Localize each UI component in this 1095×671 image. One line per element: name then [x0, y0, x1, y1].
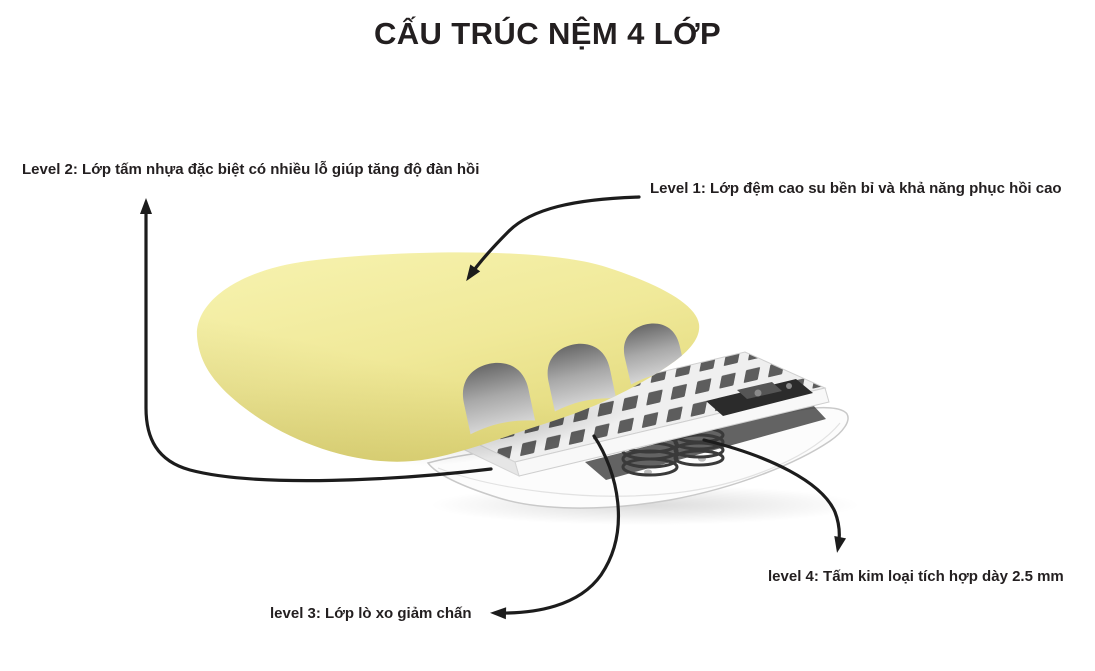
bracket-body — [706, 379, 813, 416]
bolt-head — [754, 389, 762, 397]
label-level1: Level 1: Lớp đệm cao su bền bỉ và khả nă… — [650, 180, 1062, 197]
callout-arrows — [140, 195, 847, 620]
arrow-to-level1-foam — [466, 195, 641, 282]
foam-shading — [196, 252, 700, 462]
arrow-to-level4-baseplate — [702, 438, 847, 553]
label-level4: level 4: Tấm kim loại tích hợp dày 2.5 m… — [768, 568, 1064, 585]
arrow-to-level3-springs — [490, 434, 620, 620]
label-level3: level 3: Lớp lò xo giảm chấn — [270, 605, 472, 622]
arch-opening — [462, 362, 536, 435]
foam-cushion-layer — [196, 252, 700, 462]
screw-hole — [644, 469, 652, 475]
bolt-head — [786, 383, 792, 389]
arch-opening — [547, 343, 617, 412]
metal-bracket — [706, 379, 813, 416]
label-level2: Level 2: Lớp tấm nhựa đặc biệt có nhiều … — [22, 161, 480, 178]
base-plate-lip-line — [437, 422, 841, 497]
arrow-to-level2-plate — [140, 198, 493, 483]
page-title: CẤU TRÚC NỆM 4 LỚP — [373, 16, 722, 51]
